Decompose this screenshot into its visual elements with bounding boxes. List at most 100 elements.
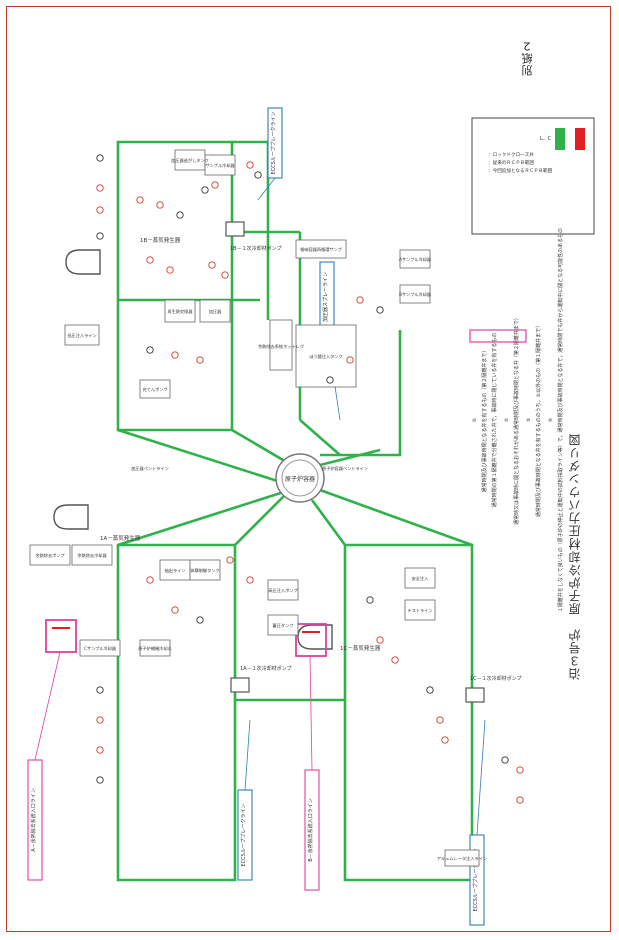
valve-marker (436, 716, 444, 724)
pump-b-label: 1B－１次冷却材ポンプ (230, 245, 281, 252)
valve-marker (391, 656, 399, 664)
valve-marker (376, 636, 384, 644)
label-bit: ほう酸注入タンク (309, 353, 343, 360)
label-lpi: 低圧注入ライン (67, 332, 96, 339)
valve-marker (171, 351, 179, 359)
reactor-vessel: 原子炉容器 (275, 453, 325, 503)
valves (96, 154, 524, 804)
valve-marker (96, 232, 104, 240)
valve-marker (156, 201, 164, 209)
valve-marker (356, 296, 364, 304)
callout-eccs-c-label: ECCSループブレークライン (472, 848, 479, 911)
label-charging-pump: 充てんポンプ (143, 386, 169, 393)
sg-a-label: 1A－蒸気発生器 (100, 534, 141, 542)
valve-marker (441, 736, 449, 744)
label-b-sample-cooler: Bサンプル冷却器 (399, 291, 432, 298)
legend-notes: ① 通常時閉及び事故時閉となる弁を有するもの（第２隔離弁まで） 通常時閉の第１隔… (472, 228, 564, 612)
valve-marker (166, 266, 174, 274)
legend: L．C ：ロックドクローズ弁 ：従来のＲＣＰＢ範囲 ：今回追加となるＲＣＰＢ範囲 (471, 117, 595, 235)
note-4-text: １隔離弁をしなくて良いもの（原子炉の停止と運転中の試料採取ライン等）で，通常時閉… (557, 228, 564, 612)
sg-b-icon (65, 249, 101, 275)
valve-marker (146, 346, 154, 354)
callout-eccs-b-label: ECCSループブレークライン (270, 111, 277, 174)
note-1-mark: ① (472, 417, 478, 422)
valve-marker (246, 576, 254, 584)
label-accumulator: 蓄圧タンク (273, 622, 294, 629)
label-regen-hx: 再生熱交換器 (167, 308, 193, 315)
note-1-text: 通常時閉及び事故時閉となる弁を有するもの（第２隔離弁まで） (481, 348, 488, 493)
highlight-b (295, 623, 327, 657)
note-4-mark: ④ (548, 417, 554, 422)
note-2-mark: ② (504, 417, 510, 422)
valve-marker (201, 186, 209, 194)
new-boundary-red-marks (52, 627, 320, 633)
callout-a-rhr-label: A－余熱除去系統入口ライン (30, 788, 37, 851)
valve-marker (366, 596, 374, 604)
valve-marker (96, 206, 104, 214)
label-rv-vent: 原子炉容器ベントライン (322, 465, 368, 472)
label-a-sample-cooler: Aサンプル冷却器 (399, 256, 432, 263)
callout-spray-label: 加圧器スプレーライン (322, 272, 329, 322)
valve-marker (516, 796, 524, 804)
callouts (27, 107, 485, 926)
legend-new-text: ：今回追加となるＲＣＰＢ範囲 (488, 167, 553, 174)
loop-a-pipe (116, 543, 237, 882)
valve-marker (96, 746, 104, 754)
valve-marker (196, 616, 204, 624)
label-sample-cooler: サンプル冷却器 (205, 162, 235, 169)
valve-marker (226, 556, 234, 564)
pump-c-label: 1C－１次冷却材ポンプ (470, 675, 522, 682)
callout-b-rhr-label: B－余熱除去系統入口ライン (307, 798, 314, 861)
sg-b-label: 1B－蒸気発生器 (140, 236, 181, 244)
valve-marker (254, 171, 262, 179)
label-rhr-pump: 余熱除去ポンプ (35, 552, 65, 559)
valve-marker (211, 181, 219, 189)
legend-existing-text: ：従来のＲＣＰＢ範囲 (488, 159, 534, 166)
valve-marker (136, 196, 144, 204)
valve-marker (171, 606, 179, 614)
valve-marker (208, 261, 216, 269)
valve-marker (96, 184, 104, 192)
pump-a-label: 1A－１次冷却材ポンプ (240, 665, 291, 672)
label-test-line: テストライン (407, 608, 432, 614)
sg-a-icon (53, 504, 89, 530)
note-highlight (469, 329, 527, 343)
valve-marker (516, 766, 524, 774)
valve-marker (96, 686, 104, 694)
note-3-mark: ③ (526, 418, 532, 422)
label-c-sample-cooler: Cサンプル冷却器 (84, 645, 117, 652)
label-letdown: 抽出ライン (165, 567, 186, 574)
label-pressurizer: 加圧器 (209, 308, 222, 315)
label-rhr-cooler: 余熱除去冷却器 (77, 552, 107, 559)
legend-box (471, 117, 595, 235)
sg-c-label: 1C－蒸気発生器 (340, 644, 381, 652)
label-acc-injection: アキュムレータ注入ライン (437, 855, 487, 862)
valve-marker (376, 306, 384, 314)
new-boundary-highlights (45, 127, 537, 657)
note-3-text: 通常時閉及び事故時閉となる弁を有するもののうち，①以外のもの（第１隔離弁まで） (535, 323, 542, 517)
valve-marker (346, 356, 354, 364)
legend-swatch-new (575, 128, 585, 150)
legend-lc-text: ：ロックドクローズ弁 (488, 151, 534, 158)
reactor-vessel-label: 原子炉容器 (285, 475, 315, 483)
valve-marker (426, 686, 434, 694)
valve-marker (501, 756, 509, 764)
valve-marker (96, 716, 104, 724)
label-rhr-hot-leg: 余熱除去系統ホットレグ (258, 343, 304, 350)
pumps (225, 221, 485, 703)
valve-marker (196, 356, 204, 364)
page-border (6, 6, 611, 932)
valve-marker (146, 576, 154, 584)
label-vct: 体積制御タンク (190, 567, 219, 574)
components (29, 149, 480, 867)
note-1b-text: 通常時閉の第１隔離弁で分離された弁で，事故時に閉じている弁を有するもの (491, 333, 498, 508)
valve-marker (176, 211, 184, 219)
valve-marker (146, 256, 154, 264)
label-ccw: 原子炉補機冷却水 (138, 645, 172, 652)
valve-marker (246, 161, 254, 169)
pump-c-icon (465, 687, 485, 703)
legend-lc-symbol: L．C (540, 136, 552, 142)
valve-marker (221, 271, 229, 279)
